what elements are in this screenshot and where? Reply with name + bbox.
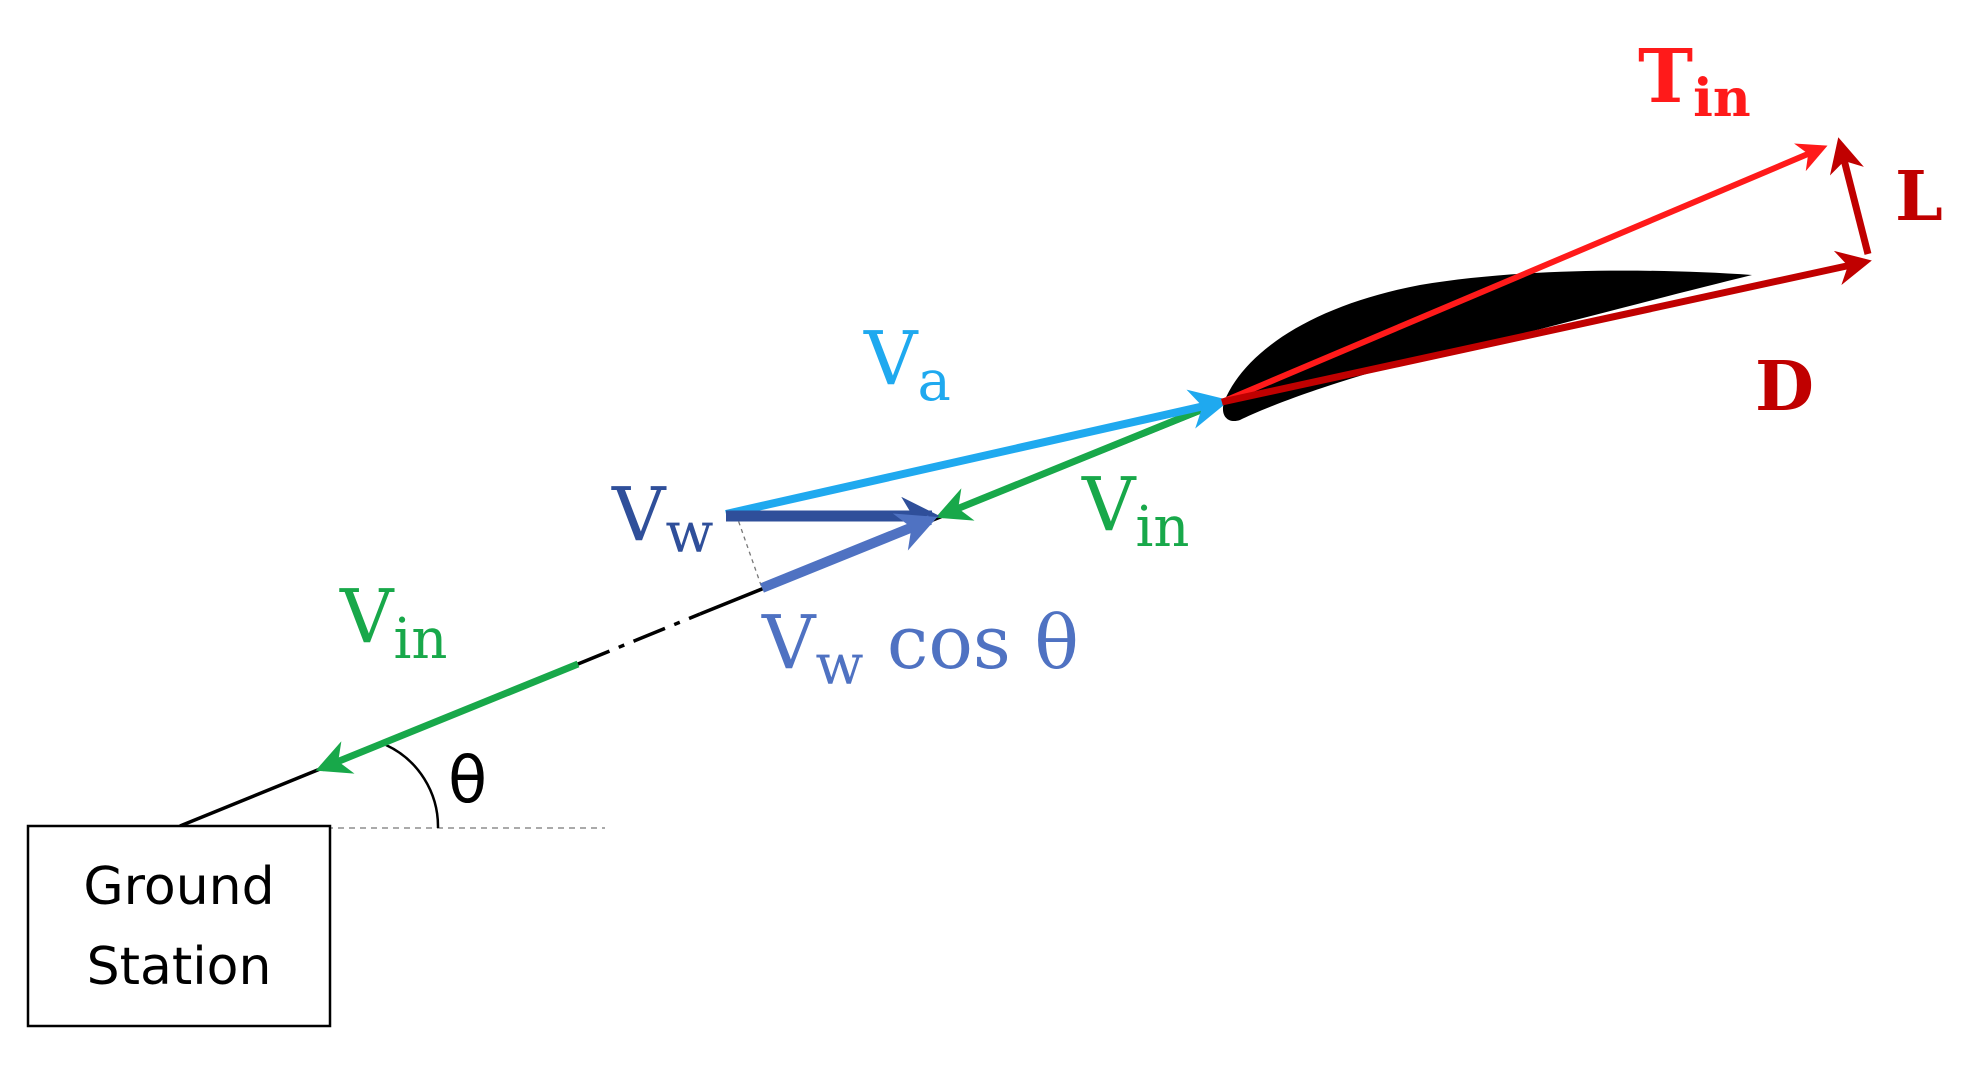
thrust-label: Tin bbox=[1638, 34, 1751, 129]
ground-station-label-line2: Station bbox=[87, 937, 272, 997]
reel-in-velocity-label-upper: Vin bbox=[1081, 462, 1189, 560]
wind-velocity-label: Vw bbox=[611, 472, 713, 566]
reel-in-velocity-label-lower: Vin bbox=[339, 574, 447, 672]
ground-station-box bbox=[26, 824, 332, 1028]
wind-component-arrow bbox=[760, 513, 938, 593]
reel-in-velocity-arrow-lower bbox=[315, 660, 580, 774]
lift-label: L bbox=[1895, 157, 1943, 237]
elevation-angle-arc bbox=[385, 743, 440, 829]
apparent-velocity-arrow bbox=[725, 389, 1230, 518]
reel-in-velocity-arrow-upper bbox=[935, 399, 1220, 521]
drag-label: D bbox=[1755, 347, 1814, 427]
wind-component-label: Vw cos θ bbox=[761, 600, 1079, 698]
lift-arrow bbox=[1829, 137, 1872, 255]
ground-station-label-line1: Ground bbox=[83, 857, 274, 917]
airfoil-wing bbox=[1222, 270, 1752, 422]
elevation-angle-label: θ bbox=[448, 744, 487, 818]
projection-line bbox=[735, 513, 763, 589]
thrust-arrow bbox=[1220, 143, 1828, 405]
drag-arrow bbox=[1221, 250, 1872, 406]
apparent-velocity-label: Va bbox=[863, 316, 951, 414]
